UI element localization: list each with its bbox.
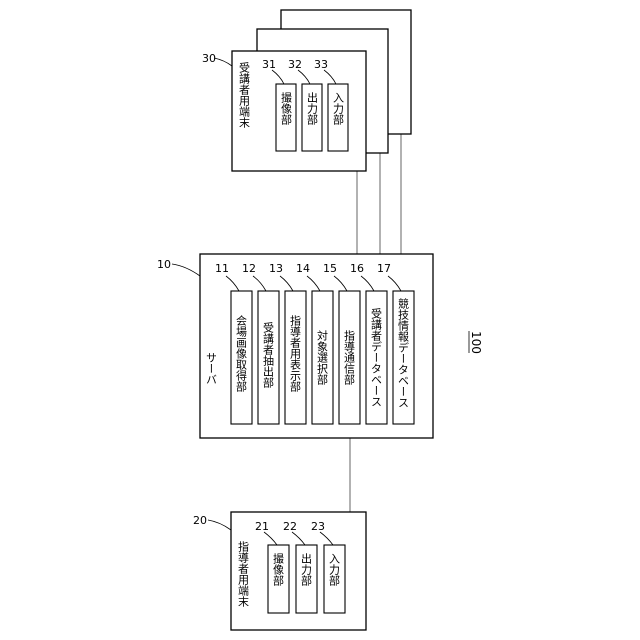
server-unit-17-ref: 17 [377, 262, 391, 275]
server-unit-14-label: 対象選択部 [316, 329, 329, 385]
instructor-terminal-ref-leader [208, 520, 231, 530]
server-unit-15-label: 指導通信部 [343, 329, 356, 385]
server-unit-12-label: 受講者抽出部 [262, 322, 275, 388]
instructor-unit-21-label: 撮像部 [272, 552, 285, 586]
server-unit-13-ref: 13 [269, 262, 283, 275]
figure-number: 100 [469, 331, 483, 354]
student-unit-31-ref: 31 [262, 58, 276, 71]
student-unit-31-label: 撮像部 [280, 91, 293, 125]
instructor-unit-22-ref: 22 [283, 520, 297, 533]
figure-number-group: 100 [469, 331, 483, 354]
server-unit-12-ref: 12 [242, 262, 256, 275]
student-terminal-title: 受講者用端末 [238, 62, 251, 129]
server-title: サーバ [205, 352, 218, 385]
student-unit-32-ref: 32 [288, 58, 302, 71]
server-unit-13-label: 指導者用表示部 [289, 314, 302, 392]
instructor-terminal: 指導者用端末 20 撮像部 21 出力部 22 入力部 23 [193, 512, 366, 630]
instructor-unit-22-label: 出力部 [300, 552, 313, 586]
server-unit-16-label: 受講者データベース [370, 308, 383, 407]
student-unit-33-label: 入力部 [332, 92, 345, 125]
instructor-unit-21-ref: 21 [255, 520, 269, 533]
instructor-terminal-ref: 20 [193, 514, 207, 527]
student-terminal-ref-leader [214, 58, 232, 66]
student-unit-32-label: 出力部 [306, 91, 319, 125]
server-unit-15-ref: 15 [323, 262, 337, 275]
server: サーバ 10 会場画像取得部 11 受講者抽出部 12 指導者用表示部 13 対… [157, 254, 433, 438]
server-unit-17-label: 競技情報データベース [397, 297, 410, 408]
server-unit-14-ref: 14 [296, 262, 310, 275]
instructor-terminal-title: 指導者用端末 [237, 540, 250, 608]
server-unit-11-label: 会場画像取得部 [235, 315, 248, 392]
server-unit-16-ref: 16 [350, 262, 364, 275]
student-unit-33-ref: 33 [314, 58, 328, 71]
server-unit-11-ref: 11 [215, 262, 229, 275]
student-terminal: 受講者用端末 30 撮像部 31 出力部 32 入力部 33 [202, 51, 366, 171]
student-terminal-ref: 30 [202, 52, 216, 65]
instructor-unit-23-ref: 23 [311, 520, 325, 533]
server-ref-leader [172, 264, 200, 276]
server-ref: 10 [157, 258, 171, 271]
instructor-unit-23-label: 入力部 [328, 553, 341, 586]
